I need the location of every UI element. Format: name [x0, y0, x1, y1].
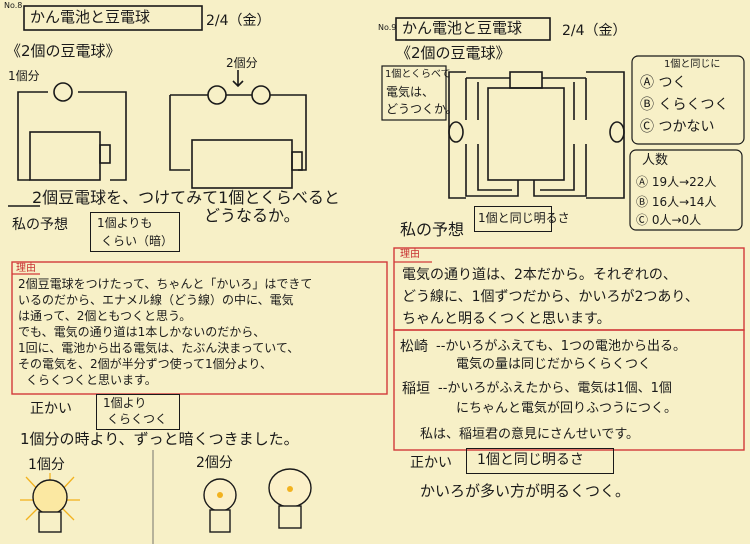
left-date: 2/4（金）	[206, 13, 271, 29]
right-reason-line-3: ちゃんと明るくつくと思います。	[402, 311, 611, 327]
left-answer-label: 正かい	[30, 401, 72, 417]
opinion-1-line-1: --かいろがふえても、1つの電池から出る。	[436, 339, 686, 354]
count-b: Ⓑ 16人→14人	[636, 195, 717, 209]
prediction-line-2: くらい（暗）	[101, 234, 174, 248]
left-reason-line-1: 2個豆電球をつけたって、ちゃんと「かいろ」はできて	[18, 277, 313, 291]
left-title-frame	[23, 5, 203, 31]
choice-c: Ⓒ つかない	[640, 119, 715, 135]
opinions-frame	[393, 329, 745, 451]
left-reason-line-5: 1回に、電池から出る電気は、たぶん決まっていて、	[18, 341, 300, 355]
left-page-number: No.8	[4, 1, 23, 10]
left-reason-line-4: でも、電気の通り道は1本しかないのだから、	[18, 325, 266, 339]
counts-header: 人数	[642, 153, 669, 168]
left-reason-line-2: いるのだから、エナメル線（どう線）の中に、電気	[18, 293, 294, 307]
right-reason-line-1: 電気の通り道は、2本だから。それぞれの、	[402, 267, 677, 283]
prediction-line-1: 1個よりも	[97, 216, 153, 230]
left-answer-box: 1個より くらくつく	[96, 394, 180, 430]
counts-frame	[629, 149, 743, 231]
left-prediction-box: 1個よりも くらい（暗）	[90, 212, 180, 252]
left-result: 1個分の時より、ずっと暗くつきました。	[20, 430, 299, 448]
opinion-2-line-2: にちゃんと電気が回りふつうにつく。	[456, 401, 678, 416]
note-line-1: 1個とくらべて	[385, 69, 451, 80]
left-title: かん電池と豆電球	[30, 8, 151, 26]
right-prediction-text: 1個と同じ明るさ	[478, 211, 570, 225]
circuit-one-bulb	[17, 82, 127, 181]
question-line-2: どうなるか。	[204, 206, 300, 225]
right-title-frame	[395, 17, 551, 41]
right-answer-text: 1個と同じ明るさ	[477, 452, 584, 468]
note-line-3: どうつくか。	[386, 102, 458, 116]
left-reason-line-6: その電気を、2個が半分ずつ使って1個分より、	[18, 357, 272, 371]
answer-line-2: くらくつく	[107, 412, 168, 426]
left-subtitle: 《2個の豆電球》	[6, 42, 121, 60]
left-reason-frame	[11, 261, 388, 395]
right-title: かん電池と豆電球	[402, 19, 523, 37]
right-subtitle: 《2個の豆電球》	[396, 44, 511, 62]
label-two-bulbs: 2個分	[226, 56, 258, 70]
left-reason-line-7: くらくつくと思います。	[26, 373, 157, 387]
right-reason-label: 理由	[400, 249, 420, 260]
circuit-two-bulbs	[169, 70, 307, 189]
bulb-drawings	[20, 468, 312, 533]
bulb-label-two: 2個分	[196, 455, 233, 471]
left-prediction-label: 私の予想	[12, 217, 68, 233]
circuit-parallel	[448, 71, 625, 199]
label-one-bulb: 1個分	[8, 69, 40, 83]
opinion-1-line-2: 電気の量は同じだからくらくつく	[456, 357, 652, 372]
question-line-1: 2個豆電球を、つけてみて1個とくらべると	[32, 188, 340, 207]
right-date: 2/4（金）	[562, 23, 627, 39]
opinion-1-name: 松崎	[400, 339, 428, 355]
opinion-2-name: 稲垣	[402, 381, 430, 397]
right-reason-line-2: どう線に、1個ずつだから、かいろが2つあり、	[402, 289, 699, 305]
left-reason-label: 理由	[16, 263, 36, 274]
right-answer-box: 1個と同じ明るさ	[466, 448, 614, 474]
note-line-2: 電気は、	[386, 85, 435, 99]
note-frame	[381, 65, 447, 121]
agreement: 私は、稲垣君の意見にさんせいです。	[420, 427, 640, 442]
bulb-label-one: 1個分	[28, 457, 65, 473]
choice-b: Ⓑ くらくつく	[640, 97, 729, 113]
choice-a: Ⓐ つく	[640, 75, 687, 91]
choices-header: 1個と同じに	[664, 59, 721, 70]
right-page-number: No.9	[378, 23, 397, 32]
right-prediction-box: 1個と同じ明るさ	[474, 206, 570, 232]
right-prediction-label: 私の予想	[400, 220, 465, 239]
answer-line-1: 1個より	[103, 396, 147, 410]
right-answer-label: 正かい	[410, 455, 452, 471]
choices-frame	[631, 55, 745, 145]
count-c: Ⓒ 0人→0人	[636, 213, 702, 227]
count-a: Ⓐ 19人→22人	[636, 175, 717, 189]
conclusion: かいろが多い方が明るくつく。	[420, 482, 631, 500]
left-reason-line-3: は通って、2個ともつくと思う。	[18, 309, 192, 323]
opinion-2-line-1: --かいろがふえたから、電気は1個、1個	[438, 381, 672, 396]
